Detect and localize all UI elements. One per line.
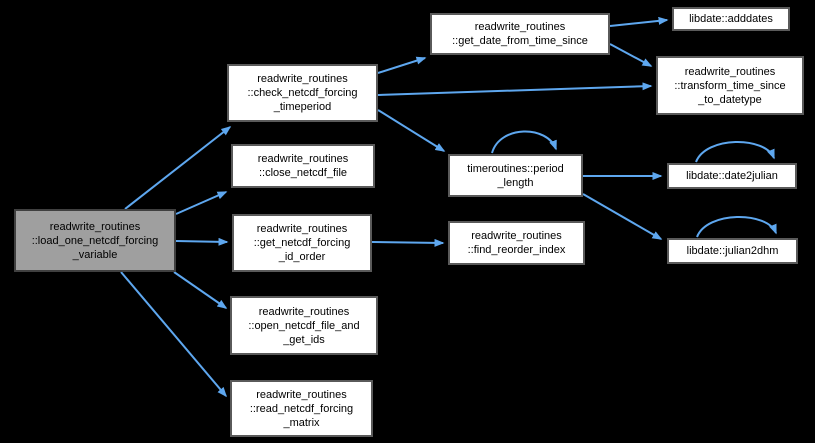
edge-julian2dhm-self-loop (696, 216, 777, 238)
node-timeroutines-period-length[interactable]: timeroutines::period _length (448, 154, 583, 197)
edge-period-length-to-julian2dhm (582, 193, 663, 240)
edge-period-length-self-loop (491, 130, 557, 154)
node-label: readwrite_routines ::close_netcdf_file (257, 153, 349, 179)
node-libdate-adddates[interactable]: libdate::adddates (672, 7, 790, 31)
edge-load-one-to-open-netcdf-file (173, 271, 228, 309)
node-open-netcdf-file-and-get-ids[interactable]: readwrite_routines ::open_netcdf_file_an… (230, 296, 378, 355)
edge-load-one-to-check-timeperiod (124, 126, 232, 210)
edge-load-one-to-read-matrix (120, 271, 227, 398)
node-label: libdate::adddates (689, 13, 773, 25)
node-libdate-date2julian[interactable]: libdate::date2julian (667, 163, 797, 189)
node-label: readwrite_routines ::open_netcdf_file_an… (248, 305, 360, 346)
edge-load-one-to-close-netcdf-file (175, 191, 228, 215)
node-label: timeroutines::period _length (467, 162, 564, 189)
node-check-netcdf-forcing-timeperiod[interactable]: readwrite_routines ::check_netcdf_forcin… (227, 64, 378, 122)
node-read-netcdf-forcing-matrix[interactable]: readwrite_routines ::read_netcdf_forcing… (230, 380, 373, 437)
node-label: libdate::julian2dhm (686, 245, 779, 257)
edge-check-to-period-length (377, 109, 446, 152)
node-find-reorder-index[interactable]: readwrite_routines ::find_reorder_index (448, 221, 585, 265)
node-label: readwrite_routines ::load_one_netcdf_for… (31, 220, 159, 261)
node-label: readwrite_routines ::find_reorder_index (467, 230, 566, 256)
node-get-netcdf-forcing-id-order[interactable]: readwrite_routines ::get_netcdf_forcing … (232, 214, 372, 272)
node-transform-time-since-to-datetype[interactable]: readwrite_routines ::transform_time_sinc… (656, 56, 804, 115)
node-label: readwrite_routines ::read_netcdf_forcing… (249, 388, 354, 429)
node-label: readwrite_routines ::get_netcdf_forcing … (253, 223, 351, 263)
node-load-one-netcdf-forcing-variable[interactable]: readwrite_routines ::load_one_netcdf_for… (14, 209, 176, 272)
node-libdate-julian2dhm[interactable]: libdate::julian2dhm (667, 238, 798, 264)
edge-check-to-transform-time-since (377, 82, 653, 96)
node-get-date-from-time-since[interactable]: readwrite_routines ::get_date_from_time_… (430, 13, 610, 55)
edge-get-date-to-transform-time-since (609, 43, 653, 67)
edge-check-to-get-date-from-time-since (377, 56, 427, 74)
node-close-netcdf-file[interactable]: readwrite_routines ::close_netcdf_file (231, 144, 375, 188)
node-label: readwrite_routines ::check_netcdf_forcin… (247, 73, 358, 113)
edge-get-date-to-adddates (609, 16, 669, 27)
edge-id-order-to-find-reorder-index (371, 238, 445, 247)
edge-load-one-to-get-id-order (175, 237, 229, 246)
node-label: readwrite_routines ::get_date_from_time_… (452, 21, 588, 47)
node-label: readwrite_routines ::transform_time_sinc… (674, 65, 786, 106)
edge-date2julian-self-loop (695, 141, 775, 163)
node-label: libdate::date2julian (686, 170, 778, 182)
